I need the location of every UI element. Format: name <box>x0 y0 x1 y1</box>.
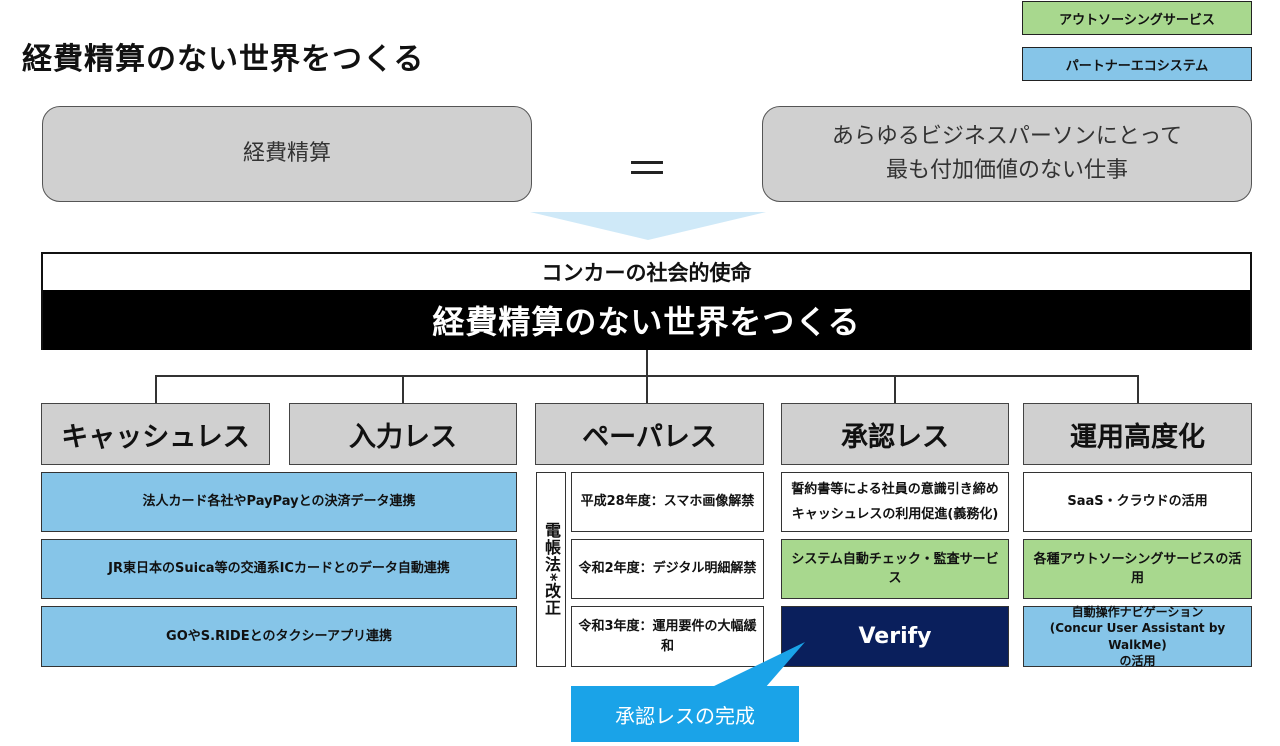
mission-box: コンカーの社会的使命 経費精算のない世界をつくる <box>41 252 1252 350</box>
operation-item-walkme-line3: の活用 <box>1119 653 1156 668</box>
tree-trunk-line <box>646 350 648 376</box>
paperless-item-h28: 平成28年度：スマホ画像解禁 <box>571 472 764 532</box>
legend-outsourcing: アウトソーシングサービス <box>1022 1 1252 35</box>
cashless-item-payment-data: 法人カード各社やPayPayとの決済データ連携 <box>41 472 517 532</box>
callout-tail <box>710 642 805 688</box>
tree-branch-cashless <box>155 375 157 404</box>
e-book-law-amendment-label: 電帳法*改正 <box>536 472 566 667</box>
operation-item-walkme-line2: (Concur User Assistant by WalkMe) <box>1049 621 1226 652</box>
down-arrow-icon <box>530 212 766 240</box>
pillar-cashless: キャッシュレス <box>41 403 270 465</box>
cashless-item-taxi-app: GOやS.RIDEとのタクシーアプリ連携 <box>41 606 517 667</box>
equals-sign: ＝ <box>625 144 669 195</box>
tree-branch-inputless <box>402 375 404 404</box>
operation-item-outsourcing: 各種アウトソーシングサービスの活用 <box>1023 539 1252 599</box>
operation-item-saas: SaaS・クラウドの活用 <box>1023 472 1252 532</box>
no-value-work-line1: あらゆるビジネスパーソンにとって <box>831 123 1183 149</box>
tree-branch-operation <box>1137 375 1139 404</box>
page-title: 経費精算のない世界をつくる <box>22 42 425 77</box>
operation-item-walkme: 自動操作ナビゲーション (Concur User Assistant by Wa… <box>1023 605 1252 668</box>
no-value-work-line2: 最も付加価値のない仕事 <box>885 158 1128 183</box>
tree-branch-paperless <box>646 375 648 404</box>
approval-item-verify: Verify <box>781 606 1009 667</box>
paperless-item-r3: 令和3年度：運用要件の大幅緩和 <box>571 606 764 667</box>
legend-partner-ecosystem: パートナーエコシステム <box>1022 47 1252 81</box>
operation-item-walkme-line1: 自動操作ナビゲーション <box>1071 605 1204 620</box>
tree-branch-approvalless <box>894 375 896 404</box>
paperless-item-r2: 令和2年度：デジタル明細解禁 <box>571 539 764 599</box>
mission-label: コンカーの社会的使命 <box>541 261 752 285</box>
no-value-work-box: あらゆるビジネスパーソンにとって 最も付加価値のない仕事 <box>762 106 1252 202</box>
approval-item-awareness: 誓約書等による社員の意識引き締め キャッシュレスの利用促進(義務化) <box>781 472 1009 532</box>
approval-item-pledge: 誓約書等による社員の意識引き締め <box>791 481 999 497</box>
expense-reimbursement-box: 経費精算 <box>42 106 532 202</box>
pillar-inputless: 入力レス <box>289 403 517 465</box>
pillar-operation: 運用高度化 <box>1023 403 1252 465</box>
approval-item-auto-check: システム自動チェック・監査サービス <box>781 539 1009 599</box>
mission-statement: 経費精算のない世界をつくる <box>43 290 1250 350</box>
expense-reimbursement-label: 経費精算 <box>242 140 331 166</box>
pillar-approvalless: 承認レス <box>781 403 1009 465</box>
pillar-paperless: ペーパレス <box>535 403 764 465</box>
cashless-item-ic-card: JR東日本のSuica等の交通系ICカードとのデータ自動連携 <box>41 539 517 599</box>
approval-complete-callout: 承認レスの完成 <box>571 686 799 742</box>
approval-item-cashless-promotion: キャッシュレスの利用促進(義務化) <box>791 507 999 522</box>
